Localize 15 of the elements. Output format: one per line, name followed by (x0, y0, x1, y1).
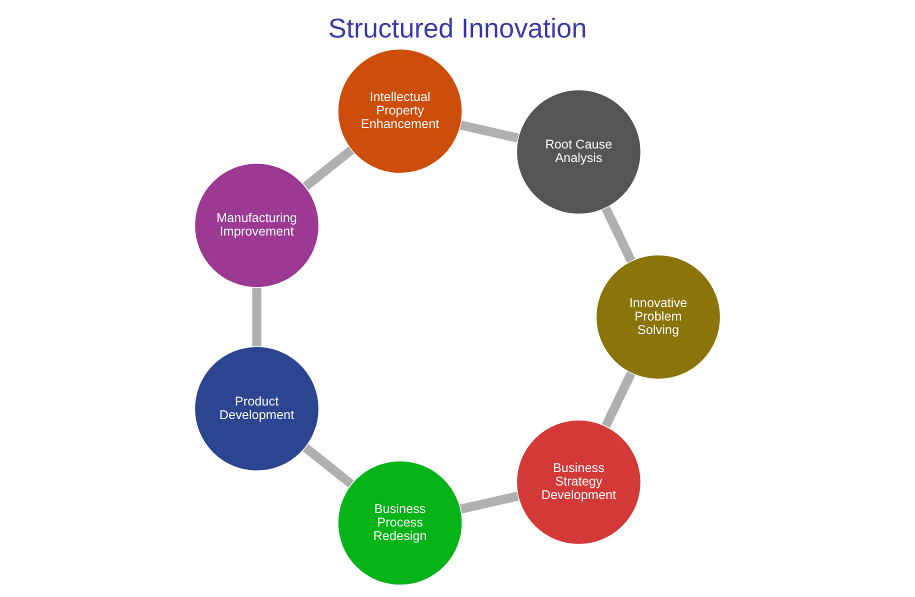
connector (252, 288, 262, 346)
node-circle: Business Process Redesign (337, 460, 463, 586)
connector (460, 120, 519, 142)
node-circle: Business Strategy Development (516, 420, 642, 545)
connector (602, 371, 636, 428)
connector (302, 146, 354, 190)
node-circle: Intellectual Property Enhancement (337, 48, 463, 174)
node-circle: Manufacturing Improvement (194, 162, 320, 288)
connector (302, 444, 354, 488)
connector (602, 206, 636, 263)
node-circle: Product Development (194, 346, 320, 472)
diagram-title: Structured Innovation (328, 12, 587, 44)
node-circle: Root Cause Analysis (516, 89, 642, 215)
node-circle: Innovative Problem Solving (596, 254, 721, 380)
connector (460, 492, 519, 514)
